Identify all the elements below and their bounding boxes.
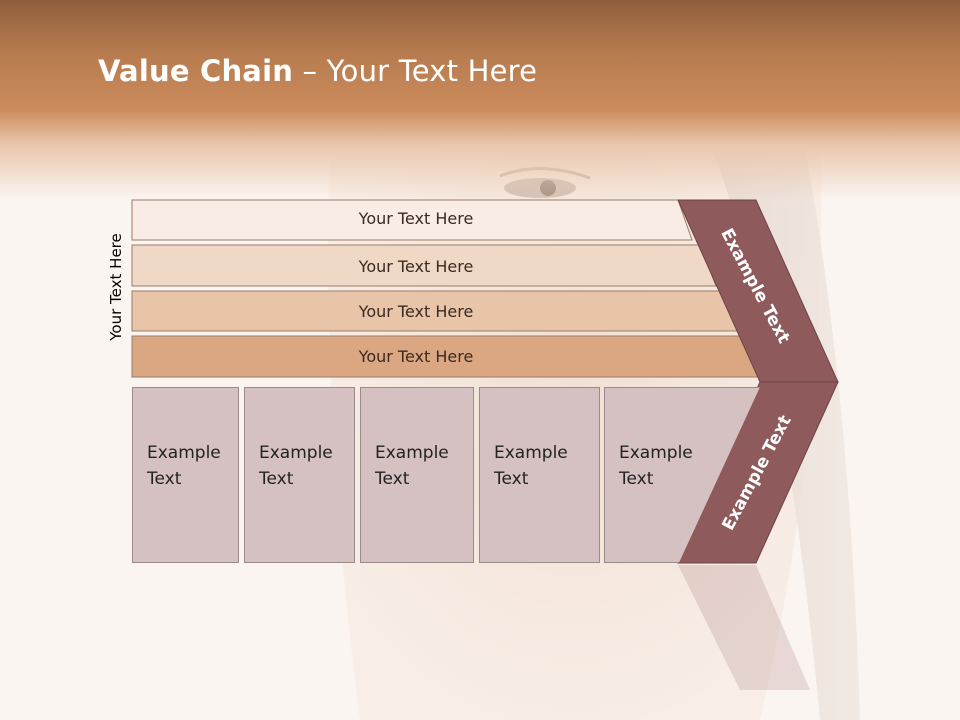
box-2-line-1: Example: [259, 443, 333, 463]
box-5-line-1: Example: [619, 443, 693, 463]
bar-2-label: Your Text Here: [358, 257, 474, 276]
box-4-line-2: Text: [494, 469, 529, 489]
bar-3-label: Your Text Here: [358, 302, 474, 321]
bar-4-label: Your Text Here: [358, 347, 474, 366]
box-2-line-2: Text: [259, 469, 294, 489]
bar-1-label: Your Text Here: [358, 209, 474, 228]
bar-1[interactable]: [131, 199, 693, 241]
header-band: [0, 0, 960, 200]
box-1-line-1: Example: [147, 443, 221, 463]
box-3-line-1: Example: [375, 443, 449, 463]
box-3-line-2: Text: [375, 469, 410, 489]
box-4-line-1: Example: [494, 443, 568, 463]
box-5-line-2: Text: [619, 469, 654, 489]
title-rest: – Your Text Here: [293, 54, 538, 88]
slide-title: Value Chain – Your Text Here: [98, 54, 537, 88]
bar-2[interactable]: [131, 244, 717, 287]
chevron-reflection: [678, 565, 810, 690]
box-1-line-2: Text: [147, 469, 182, 489]
title-bold: Value Chain: [98, 54, 294, 88]
